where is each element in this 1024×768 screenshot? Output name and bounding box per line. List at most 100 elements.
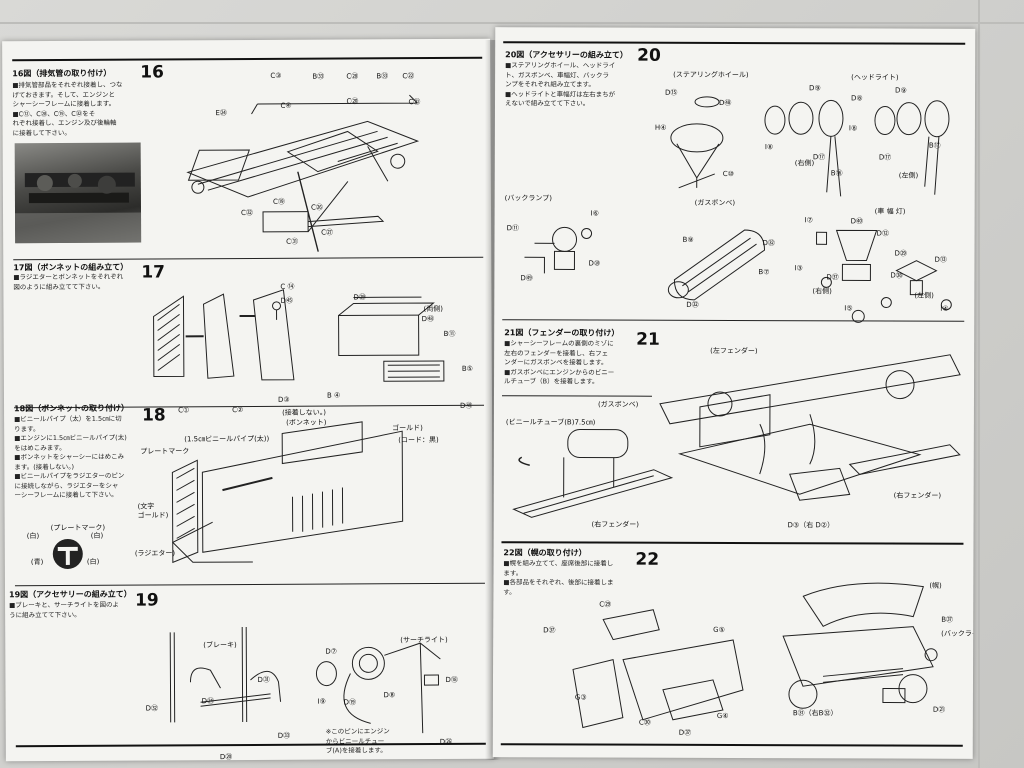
part-label: (ヘッドライト) [851,73,899,82]
part-label: D㊾ [520,274,533,283]
part-label: (右側) [794,159,815,168]
part-label: C㉗ [321,228,334,237]
part-label: (ステアリングホイール) [673,70,749,80]
part-label: D㊽ [718,98,732,107]
right-page-bottom-rule [500,743,963,747]
part-label: Ⅰ③ [794,264,803,273]
part-label: Ⅰ⑨ [317,697,326,706]
diagram-20-gas-cylinder [654,210,784,310]
section-21-text: ■シャーシーフレームの裏側のミゾに 左右のフェンダーを接着し、右フェ ンダーにガ… [504,339,615,386]
part-label: C⑳ [346,97,359,106]
part-label: C ⑭ [280,282,295,291]
part-label: (左フェンダー) [710,346,758,356]
part-label: D㊺ [280,296,293,305]
part-label: C㉘ [346,72,359,81]
section-22-rule [501,541,964,545]
part-label: B⑪ [443,329,456,338]
part-label: (両側) [423,304,444,314]
part-label: ゴールド) [392,424,423,433]
part-label: D㉜ [686,300,699,309]
diagram-21-chassis [660,344,961,515]
part-label: (ボンネット) [286,418,327,427]
floor-tile-seam [978,0,980,768]
part-label: C㉜ [241,208,253,218]
part-label: Ⅰ⑤ [844,304,853,313]
part-label: (右側) [812,287,832,296]
part-label: (右フェンダー) [893,491,942,500]
part-label: B㊲ [941,615,954,624]
section-17-text: ■ラジエターとボンネットをそれぞれ 図のように組み立てて下さい。 [13,272,124,291]
section-21-divider [501,395,652,397]
part-label: D⑨ [895,86,907,95]
section-17-rule [13,256,484,261]
diagram-19-searchlight [310,623,451,734]
part-label: D⑬ [934,255,947,264]
diagram-17-radiator [143,275,454,397]
part-label: D㊲ [826,273,839,282]
part-label: (車 幅 灯) [874,207,906,216]
part-label: D③（右 D②） [787,521,835,530]
part-label: D㊲ [678,728,692,737]
section-21-title: 21図（フェンダーの取り付け） [504,328,620,338]
part-label: E㉔ [215,109,227,118]
part-label: B⑯ [830,169,843,178]
part-label: C㉖ [310,203,323,212]
part-label: (ガスボンベ) [694,198,736,208]
part-label: D⑰ [878,153,892,162]
part-label: B㉛（右B㉜） [792,709,838,718]
part-label: ゴールド) [137,511,169,520]
diagram-20-headlights [761,96,961,207]
part-label: D㉝ [277,731,291,740]
part-label: Ⅰ⑥ [590,209,599,218]
part-label: (バックライト) [941,629,976,638]
part-label: D㉜ [762,239,775,248]
part-label: D⑫ [876,229,889,238]
section-16-title: 16図（排気管の取り付け） [12,68,112,79]
part-label: Ⅰ⑧ [848,124,858,133]
part-label: B⑨ [682,235,694,244]
part-label: D⑲ [343,698,356,707]
part-label: D㊵ [850,217,864,226]
part-label: (ビニールチューブ(B)7.5㎝) [505,418,596,427]
plate-mark-right: (白) [90,531,104,540]
section-20-text: ■ステアリングホイール、ヘッドライ ト、ガスボンベ、車幅灯、バックラ ンプをそれ… [504,61,616,108]
part-label: D⑰ [812,153,826,162]
part-label: C④ [280,101,292,110]
part-label: D㉛ [257,675,270,684]
left-page: 16図（排気管の取り付け） 16 ■排気管部品をそれぞれ接着し、つな げておきま… [2,38,494,762]
part-label: Ⅰ⑦ [804,216,813,225]
part-label: B⑤ [461,364,473,373]
part-label: B㉝ [312,72,325,81]
step-number-20: 20 [637,45,661,66]
plate-mark-left: (白) [26,532,40,541]
part-label: Ⅰ⑧ [764,143,774,152]
part-label: D㉑ [932,705,946,714]
right-page: 20図（アクセサリーの組み立て） ■ステアリングホイール、ヘッドライ ト、ガスボ… [492,27,976,759]
part-label: (左側) [914,291,934,300]
section-22-title: 22図（幌の取り付け） [503,548,587,558]
section-19-title: 19図（アクセサリーの組み立て） [8,589,132,600]
diagram-22-seat-parts [563,599,763,730]
searchlight-note: ※このピンにエンジン からビニールチュー ブ(A)を接着します。 [325,727,390,755]
part-label: D㉔ [201,697,214,706]
part-label: H④ [654,123,667,132]
part-label: D㉙ [353,293,366,302]
part-label: D㉜ [145,704,159,713]
diagram-22-hood-car [763,576,944,727]
diagram-21-right-fender [504,417,674,528]
part-label: (ガスボンベ) [597,400,639,409]
engine-photo [14,142,142,244]
section-16-rule [12,56,483,62]
plate-mark-badge [52,538,83,569]
step-number-22: 22 [635,549,660,570]
part-label: D⑧ [851,94,863,103]
part-label: B⑦ [758,268,770,277]
right-page-top-rule [503,41,966,45]
part-label: B ④ [326,391,341,400]
part-label: (1.5㎝ビニールパイプ(太)) [184,434,270,444]
diagram-18-bonnet [152,411,413,562]
part-label: C⑲ [272,197,285,206]
part-label: C㉚ [638,718,651,727]
part-label: C㉒ [402,72,415,81]
step-number-21: 21 [636,329,660,350]
